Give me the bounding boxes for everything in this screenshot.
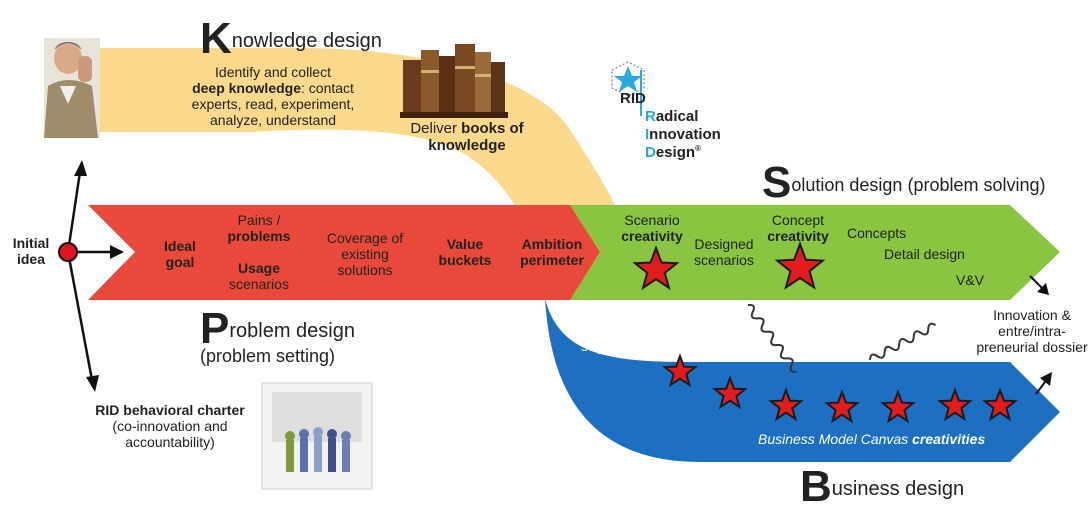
innovation-dossier-label: Innovation & entre/intra- preneurial dos…: [976, 307, 1088, 356]
ideal-goal-label: Ideal goal: [164, 238, 196, 271]
red-star-icon: [982, 387, 1018, 422]
arrow-icon: [74, 160, 87, 176]
usage-scenarios-label: Usage scenarios: [229, 260, 289, 293]
old-books-image: [400, 44, 508, 118]
problem-design-title: Problem design: [200, 304, 355, 353]
rid-star-logo: [611, 61, 645, 116]
thinking-person-image: [44, 38, 100, 138]
red-star-icon: [662, 353, 698, 388]
red-star-icon: [632, 245, 680, 291]
bmc-creativities-label: Business Model Canvas creativities: [758, 431, 986, 447]
solution-band: [570, 205, 1060, 300]
spring-connector-icon: [869, 322, 937, 361]
ambition-perimeter-label: Ambition perimeter: [520, 236, 584, 269]
arrow-icon: [110, 245, 124, 259]
business-band: [545, 298, 1060, 462]
designed-scenarios-label: Designed scenarios: [694, 236, 754, 269]
arrow-icon: [1040, 372, 1052, 386]
red-star-icon: [824, 389, 860, 424]
initial-idea-dot: [58, 242, 78, 262]
puzzle-people-image: [261, 382, 373, 490]
spring-connector-icon: [747, 303, 797, 373]
arrow-icon: [86, 375, 99, 392]
red-star-icon: [937, 387, 973, 422]
deliver-books-label: Deliver books of knowledge: [410, 120, 524, 155]
red-star-icon: [774, 241, 826, 290]
arrow-to-knowledge: [66, 171, 82, 253]
problem-setting-subtitle: (problem setting): [200, 346, 336, 366]
concepts-label: Concepts: [847, 225, 907, 241]
red-star-icon: [880, 389, 916, 424]
arrow-to-charter: [66, 251, 94, 381]
problem-band: [88, 205, 600, 300]
red-star-icon: [712, 375, 748, 410]
value-buckets-label: Value buckets: [438, 236, 492, 269]
pains-problems-label: Pains / problems: [227, 212, 291, 245]
vv-label: V&V: [956, 272, 985, 288]
knowledge-description: Identify and collect deep knowledge: con…: [191, 64, 355, 129]
scenario-creativity-label: Scenario creativity: [621, 212, 683, 245]
business-design-title: Business design: [800, 462, 965, 511]
star-group: [632, 241, 1018, 424]
rid-process-diagram: [44, 38, 1060, 490]
coverage-label: Coverage of existing solutions: [326, 230, 404, 279]
concept-creativity-label: Concept creativity: [767, 212, 829, 245]
detail-design-label: Detail design: [884, 246, 965, 262]
arrow-icon: [1037, 283, 1049, 295]
behavioral-charter-label: RID behavioral charter (co-innovation an…: [95, 402, 245, 451]
rid-full-name: Radical Innovation Design®: [645, 108, 721, 161]
solution-design-title: Solution design (problem solving): [762, 158, 1046, 207]
knowledge-design-title: Knowledge design: [200, 14, 382, 63]
rid-logo-label: RID: [620, 90, 646, 107]
initial-idea-label: Initial idea: [12, 235, 50, 268]
value-offer-label: Value offer & customer segmentation: [581, 306, 666, 355]
red-star-icon: [768, 387, 804, 422]
